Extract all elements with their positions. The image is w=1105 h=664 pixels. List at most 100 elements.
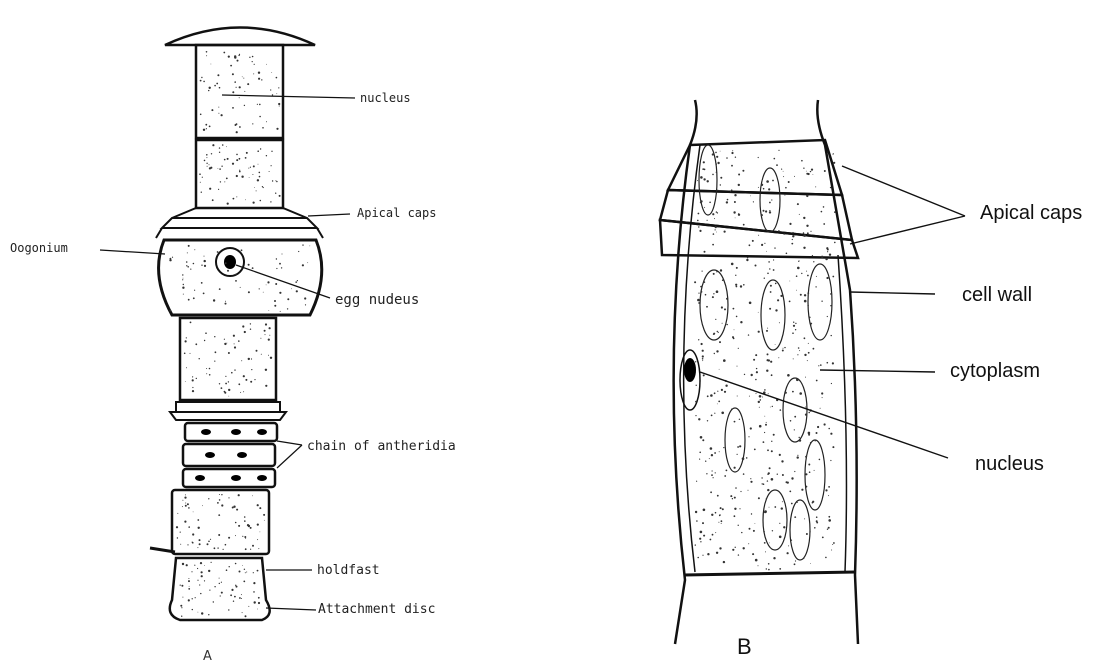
stipple-dot (766, 422, 767, 423)
stipple-dot (262, 127, 264, 129)
stipple-dot (712, 153, 714, 155)
stipple-dot (276, 128, 278, 130)
stipple-dot (827, 529, 828, 530)
stipple-dot (833, 542, 835, 544)
stipple-dot (275, 193, 276, 194)
stipple-dot (221, 387, 223, 389)
stipple-dot (187, 266, 189, 268)
stipple-dot (831, 335, 832, 336)
stipple-dot (280, 311, 281, 312)
stipple-dot (248, 168, 249, 169)
stipple-dot (768, 188, 770, 190)
stipple-dot (706, 473, 707, 474)
stipple-dot (199, 584, 200, 585)
stipple-dot (219, 147, 220, 148)
stipple-dot (172, 257, 173, 258)
stipple-dot (779, 536, 782, 539)
stipple-dot (712, 470, 713, 471)
stipple-dot (238, 383, 240, 385)
stipple-dot (248, 358, 250, 360)
stipple-dot (227, 158, 229, 160)
stipple-dot (221, 504, 223, 506)
stipple-dot (758, 401, 760, 403)
stipple-dot (795, 323, 796, 324)
a-cytoplasm-stippling (169, 51, 310, 617)
stipple-dot (228, 352, 230, 354)
stipple-dot (791, 477, 793, 479)
stipple-dot (235, 535, 236, 536)
stipple-dot (738, 184, 740, 186)
stipple-dot (261, 354, 262, 355)
b-label-apical-caps: Apical caps (980, 202, 1082, 224)
a-antheridium-2 (183, 444, 275, 466)
stipple-dot (735, 547, 736, 548)
stipple-dot (307, 262, 308, 263)
stipple-dot (717, 190, 718, 191)
stipple-dot (767, 489, 769, 491)
a-caption: A (203, 649, 212, 664)
stipple-dot (780, 295, 782, 297)
stipple-dot (182, 597, 183, 598)
stipple-dot (769, 211, 771, 213)
stipple-dot (272, 94, 273, 95)
stipple-dot (791, 540, 792, 541)
stipple-dot (302, 264, 304, 266)
stipple-dot (183, 278, 184, 279)
stipple-dot (807, 360, 808, 361)
stipple-dot (819, 459, 821, 461)
stipple-dot (797, 456, 799, 458)
stipple-dot (244, 520, 246, 522)
stipple-dot (722, 508, 724, 510)
stipple-dot (768, 261, 770, 263)
stipple-dot (185, 381, 186, 382)
stipple-dot (239, 571, 241, 573)
stipple-dot (821, 392, 823, 394)
stipple-dot (271, 165, 272, 166)
stipple-dot (726, 298, 728, 300)
stipple-dot (769, 543, 770, 544)
a-antheridia-nuclei (195, 429, 267, 481)
stipple-dot (722, 279, 724, 281)
stipple-dot (764, 432, 765, 433)
stipple-dot (737, 454, 738, 455)
stipple-dot (753, 530, 755, 532)
stipple-dot (182, 287, 184, 289)
stipple-dot (234, 81, 236, 83)
stipple-dot (205, 124, 207, 126)
stipple-dot (830, 460, 831, 461)
stipple-dot (767, 473, 769, 475)
stipple-dot (747, 257, 748, 258)
stipple-dot (778, 230, 780, 232)
stipple-dot (738, 214, 740, 216)
stipple-dot (761, 477, 762, 478)
stipple-dot (792, 232, 794, 234)
stipple-dot (225, 376, 226, 377)
stipple-dot (766, 568, 767, 569)
stipple-dot (768, 393, 769, 394)
stipple-dot (182, 279, 183, 280)
stipple-dot (715, 163, 717, 165)
stipple-dot (715, 532, 716, 533)
stipple-dot (192, 609, 193, 610)
stipple-dot (244, 91, 245, 92)
stipple-dot (193, 263, 195, 265)
stipple-dot (711, 454, 713, 456)
stipple-dot (227, 343, 228, 344)
stipple-dot (792, 332, 794, 334)
stipple-dot (698, 302, 700, 304)
a-label-chain-of-antheridia: chain of antheridia (307, 439, 456, 454)
stipple-dot (833, 162, 835, 164)
stipple-dot (782, 501, 783, 502)
stipple-dot (713, 233, 715, 235)
stipple-dot (832, 544, 833, 545)
stipple-dot (186, 265, 187, 266)
stipple-dot (236, 131, 238, 133)
stipple-dot (224, 339, 225, 340)
stipple-dot (804, 354, 806, 356)
stipple-dot (279, 195, 281, 197)
stipple-dot (200, 114, 202, 116)
stipple-dot (825, 557, 827, 559)
stipple-dot (759, 425, 762, 428)
stipple-dot (783, 176, 784, 177)
stipple-dot (245, 548, 247, 550)
